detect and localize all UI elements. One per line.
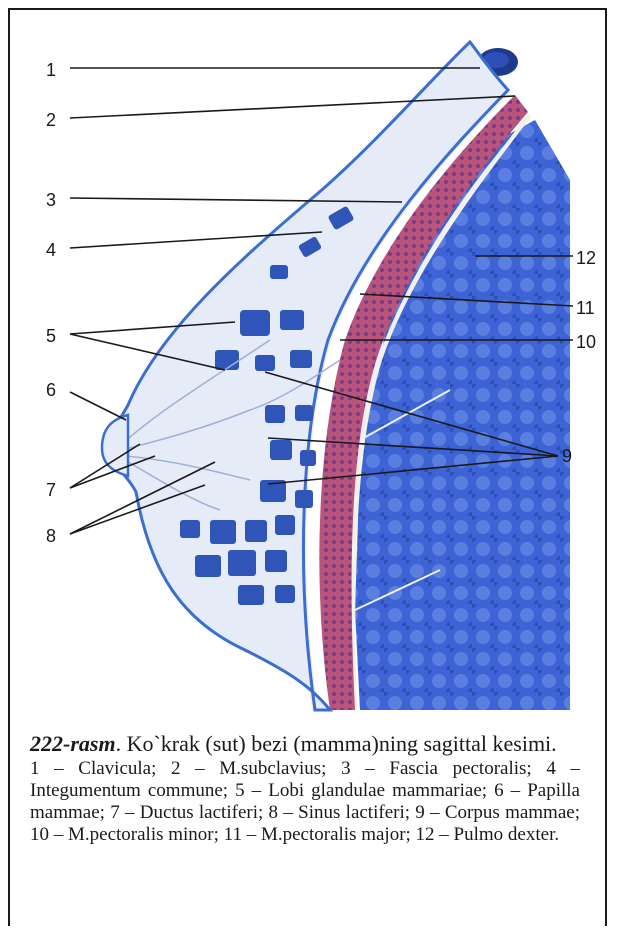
label-3: 3 — [46, 190, 56, 210]
label-1: 1 — [46, 60, 56, 80]
label-8: 8 — [46, 526, 56, 546]
figure-number: 222-rasm — [30, 731, 116, 756]
label-6: 6 — [46, 380, 56, 400]
caption-legend: 1 – Clavicula; 2 – M.subclavius; 3 – Fas… — [30, 758, 580, 846]
figure-caption: 222-rasm. Ko`krak (sut) bezi (mamma)ning… — [30, 732, 580, 846]
label-11: 11 — [576, 298, 595, 318]
caption-title: 222-rasm. Ko`krak (sut) bezi (mamma)ning… — [30, 732, 580, 756]
label-5: 5 — [46, 326, 56, 346]
label-2: 2 — [46, 110, 56, 130]
label-10: 10 — [576, 332, 596, 352]
label-9: 9 — [562, 446, 572, 466]
label-4: 4 — [46, 240, 56, 260]
label-12: 12 — [576, 248, 596, 268]
label-7: 7 — [46, 480, 56, 500]
breast-sagittal-section-illustration: 1 2 3 4 5 6 7 8 9 10 11 12 — [10, 10, 609, 725]
caption-title-text: . Ko`krak (sut) bezi (mamma)ning sagitta… — [116, 731, 557, 756]
